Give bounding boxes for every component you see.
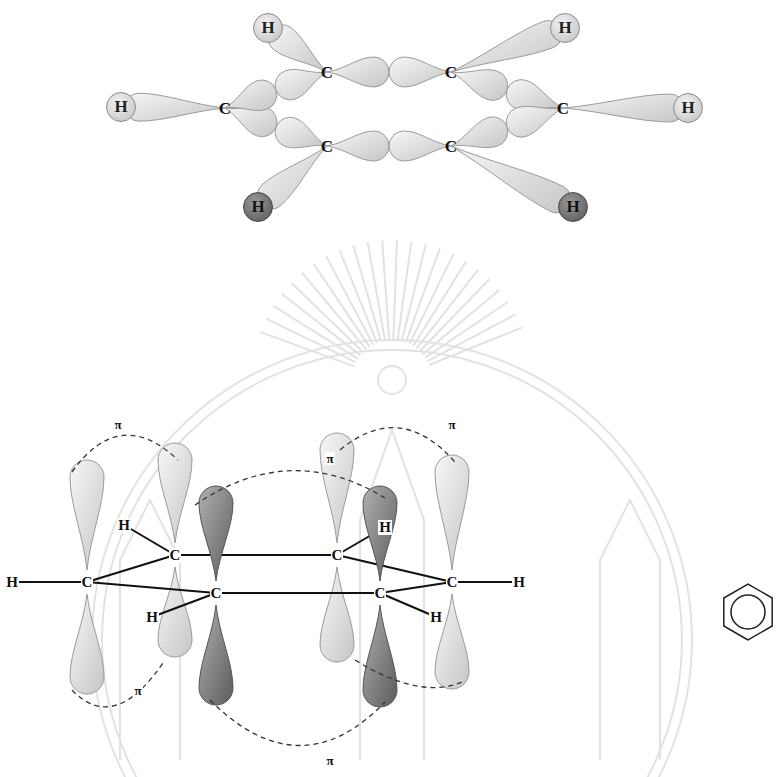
pi-label: π <box>325 754 334 767</box>
atom-symbol: C <box>320 138 334 155</box>
p-orbital-lobe <box>435 594 469 689</box>
atom-symbol: H <box>681 98 694 118</box>
hydrogen-sphere: H <box>243 192 273 222</box>
p-orbital-lobe <box>363 486 397 581</box>
sigma-lobe <box>225 80 277 111</box>
p-orbital-lobe <box>158 443 192 543</box>
sigma-lobe <box>225 106 277 137</box>
pi-label: π <box>113 418 122 431</box>
sigma-lobe <box>451 20 562 72</box>
pi-label: π <box>325 452 334 465</box>
p-orbital-lobe <box>70 460 104 570</box>
sigma-lobe <box>389 57 451 87</box>
atom-symbol: H <box>5 575 19 590</box>
atom-symbol: H <box>378 520 392 535</box>
seal-watermark <box>92 240 692 777</box>
atom-symbol: H <box>429 610 443 625</box>
atom-symbol: H <box>114 97 127 117</box>
hydrogen-sphere: H <box>550 13 580 43</box>
atom-symbol: C <box>374 586 387 601</box>
p-orbital-lobe <box>70 594 104 694</box>
hydrogen-sphere: H <box>558 192 588 222</box>
atom-symbol: H <box>261 18 274 38</box>
atom-symbol: C <box>444 64 458 81</box>
sigma-lobe <box>327 57 389 87</box>
sigma-lobe <box>275 117 327 148</box>
benzene-symbol <box>724 584 772 640</box>
sigma-lobe <box>389 131 451 161</box>
atom-symbol: C <box>218 100 232 117</box>
atom-symbol: C <box>444 138 458 155</box>
p-orbital-lobe <box>363 605 397 707</box>
sigma-lobe <box>327 131 389 161</box>
atom-symbol: C <box>556 100 570 117</box>
atom-symbol: C <box>331 548 344 563</box>
pi-overlap <box>72 428 462 746</box>
sigma-lobe <box>506 106 563 137</box>
atom-symbol: H <box>251 197 264 217</box>
p-orbital-lobe <box>199 605 233 705</box>
hydrogen-sphere: H <box>253 13 283 43</box>
atom-symbol: H <box>145 610 159 625</box>
sigma-lobe <box>451 146 571 213</box>
sigma-lobe <box>563 94 684 122</box>
atom-symbol: H <box>566 197 579 217</box>
atom-symbol: C <box>446 575 459 590</box>
atom-symbol: H <box>117 518 131 533</box>
sigma-bonds <box>12 525 519 617</box>
sigma-lobe <box>125 93 225 121</box>
atom-symbol: C <box>81 575 94 590</box>
sigma-lobe <box>506 80 563 111</box>
pi-label: π <box>447 418 456 431</box>
atom-symbol: C <box>210 586 223 601</box>
sigma-lobe <box>275 69 327 100</box>
p-orbital-lobe <box>320 567 354 662</box>
p-orbital-lobe <box>199 486 233 581</box>
hydrogen-sphere: H <box>106 92 136 122</box>
hydrogen-sphere: H <box>673 93 703 123</box>
atom-symbol: H <box>558 18 571 38</box>
p-orbital-lobe <box>435 455 469 570</box>
atom-symbol: H <box>512 575 526 590</box>
atom-symbol: C <box>320 64 334 81</box>
sigma-lobe <box>451 70 508 101</box>
atom-symbol: C <box>169 548 182 563</box>
sigma-lobe <box>451 117 508 148</box>
pi-label: π <box>133 684 142 697</box>
p-orbital-lobe <box>320 433 354 543</box>
